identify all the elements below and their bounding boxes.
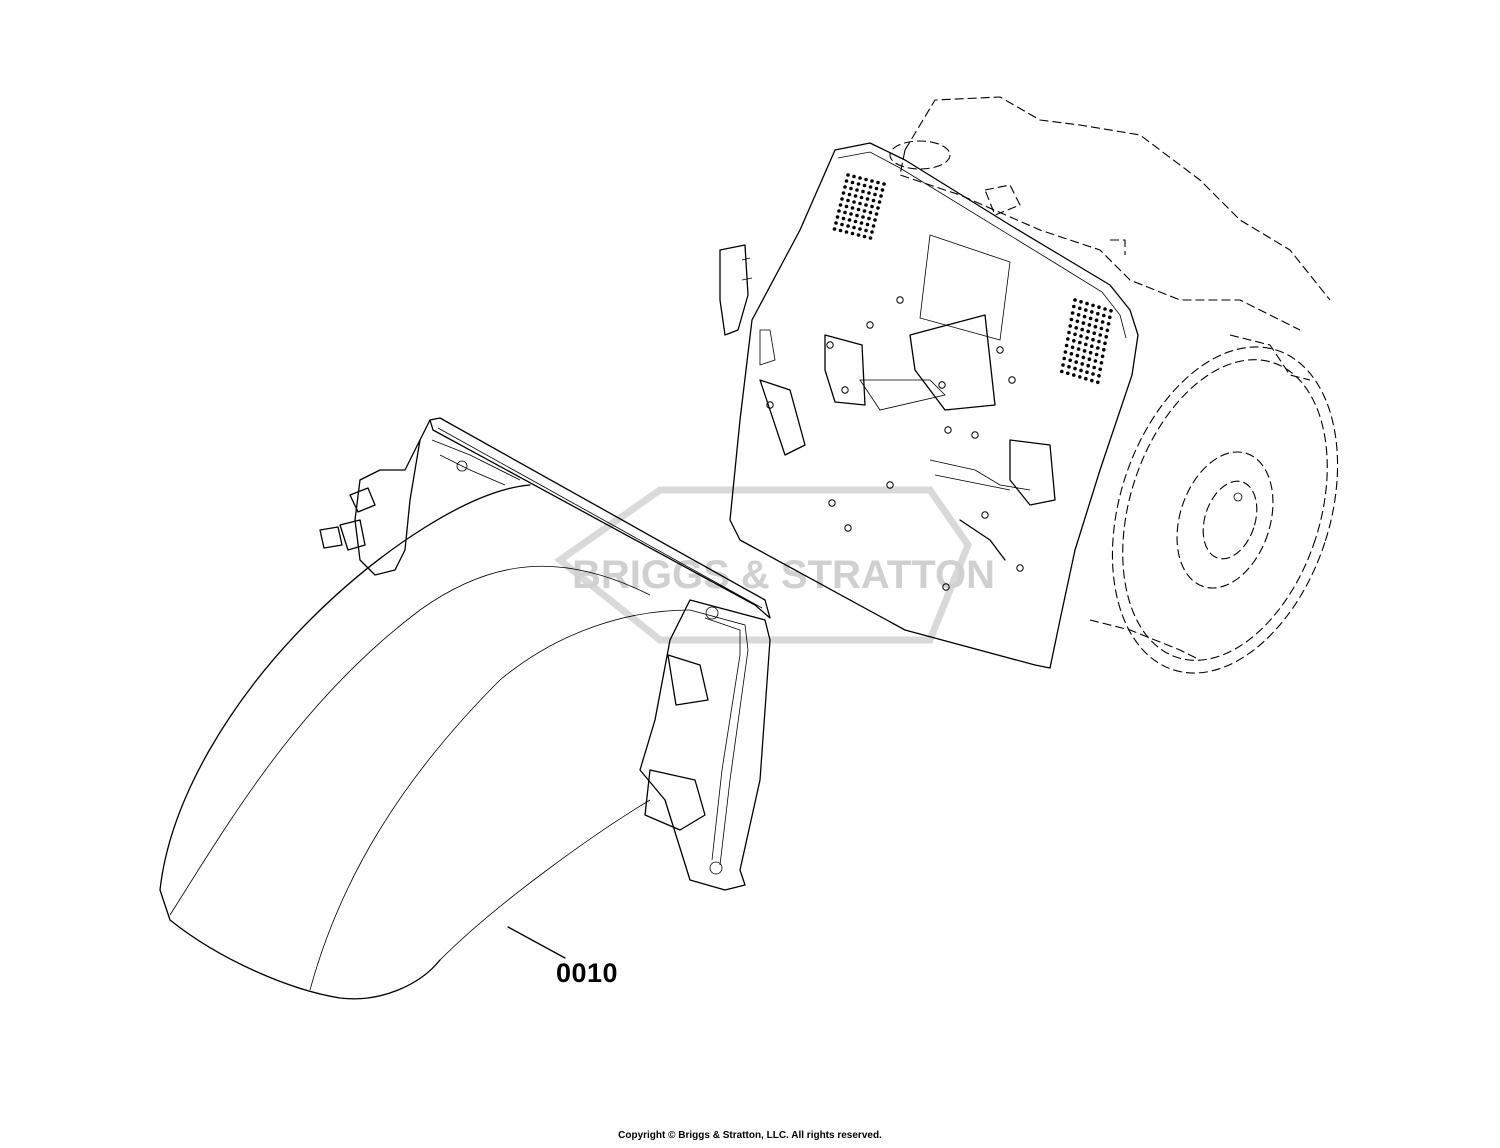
rear-mounting-plate [729, 142, 1139, 669]
vent-grid-left [832, 173, 886, 240]
plate-brackets [719, 244, 1056, 561]
watermark-text: BRIGGS & STRATTON [572, 553, 995, 597]
rear-wheel-dashed [1089, 346, 1339, 674]
callout-leader-0010 [507, 926, 566, 959]
copyright-notice: Copyright © Briggs & Stratton, LLC. All … [618, 1130, 882, 1141]
callout-label-0010[interactable]: 0010 [556, 958, 619, 988]
plate-bolts [766, 296, 1024, 591]
tractor-frame-dashed [889, 96, 1331, 381]
vent-grid-right [1060, 298, 1113, 385]
chute-0010 [159, 417, 771, 1000]
watermark-logo: BRIGGS & STRATTON [554, 486, 995, 644]
